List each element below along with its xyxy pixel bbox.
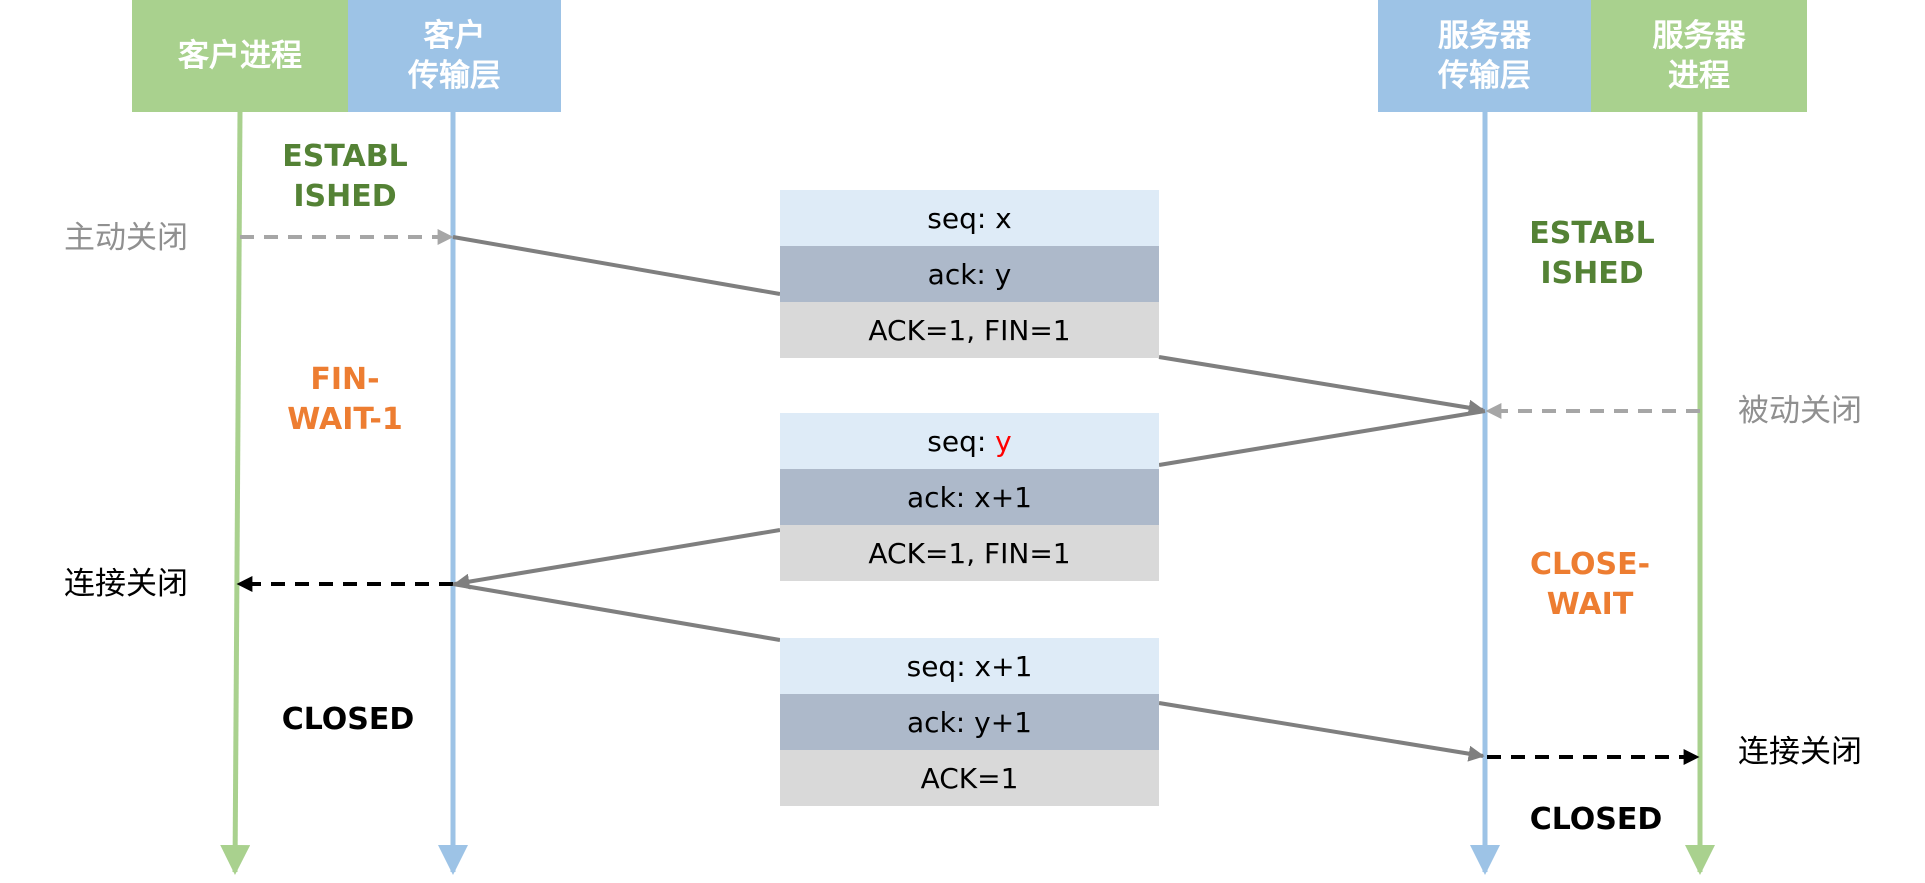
server-process-header: 服务器 进程 [1591,0,1807,112]
seq-value-highlighted: y [995,424,1012,458]
segment-final-ack: seq: x+1 ack: y+1 ACK=1 [780,638,1159,806]
fin1-arrow-out [1158,355,1485,416]
client-transport-header: 客户 传输层 [348,0,561,112]
ack-arrow-out [1158,701,1485,762]
segment-seq-field: seq: y [780,413,1159,469]
segment-flags-field: ACK=1, FIN=1 [780,302,1159,358]
segment-flags-field: ACK=1 [780,750,1159,806]
server-state-closed: CLOSED [1529,802,1663,837]
server-state-close-wait: CLOSE- WAIT [1529,547,1651,622]
fin2-line-in [1158,409,1486,467]
segment-ack-field: ack: y+1 [780,694,1159,750]
client-state-established: ESTABL ISHED [282,139,408,214]
segment-ack-field: ack: y [780,246,1159,302]
segment-flags-field: ACK=1, FIN=1 [780,525,1159,581]
client-process-header: 客户进程 [132,0,348,112]
seq-prefix: seq: [906,649,975,683]
seq-value: x+1 [974,649,1033,683]
seq-prefix: seq: [927,424,996,458]
active-close-label: 主动关闭 [64,220,188,256]
client-state-fin-wait-1: FIN- WAIT-1 [287,362,403,437]
client-state-closed: CLOSED [281,702,415,737]
segment-seq-field: seq: x [780,190,1159,246]
segment-seq-field: seq: x+1 [780,638,1159,694]
seq-prefix: seq: [927,201,996,235]
passive-close-label: 被动关闭 [1738,393,1862,429]
fin2-arrow-out [453,528,781,590]
seq-value: x [995,201,1012,235]
client-connection-closed-label: 连接关闭 [64,566,188,602]
server-state-established: ESTABL ISHED [1529,216,1655,291]
segment-fin-client: seq: x ack: y ACK=1, FIN=1 [780,190,1159,358]
server-transport-header: 服务器 传输层 [1378,0,1591,112]
ack-line-in [452,582,781,642]
fin1-line-in [452,235,781,296]
client-process-timeline [220,111,251,875]
server-connection-closed-label: 连接关闭 [1738,734,1862,770]
segment-ack-field: ack: x+1 [780,469,1159,525]
segment-fin-server: seq: y ack: x+1 ACK=1, FIN=1 [780,413,1159,581]
